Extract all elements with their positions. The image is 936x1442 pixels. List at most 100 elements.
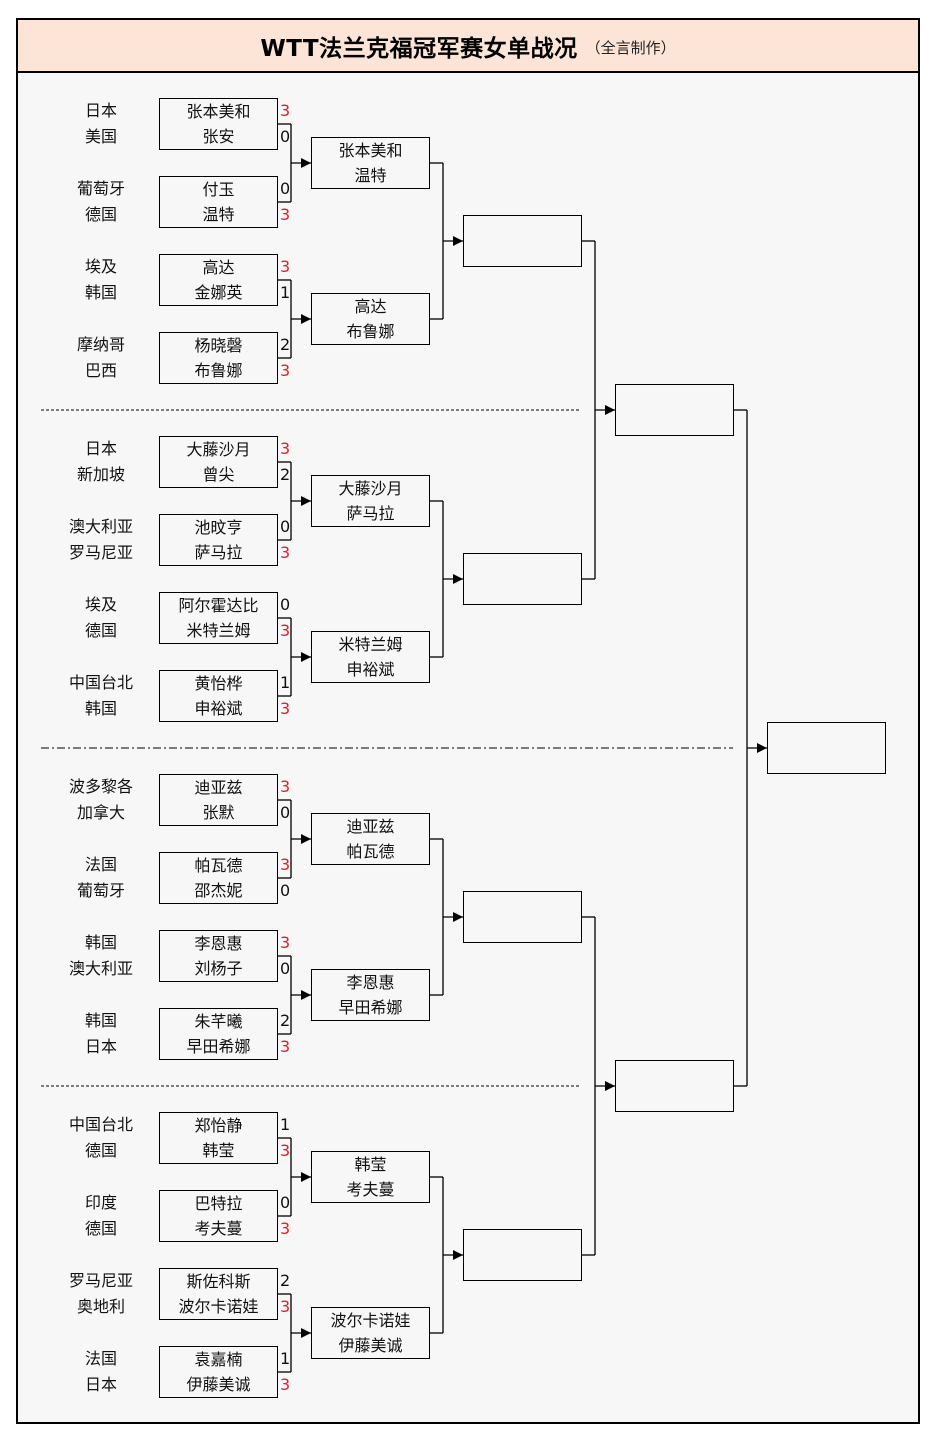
arrow-icon	[605, 1081, 615, 1091]
player-country: 葡萄牙	[76, 881, 125, 900]
match-score: 0	[280, 127, 291, 146]
player-name: 米特兰姆	[159, 618, 278, 644]
quarterfinal-box-slot	[463, 1229, 582, 1256]
player-country: 韩国	[84, 933, 117, 952]
page-title: WTT法兰克福冠军赛女单战况	[260, 35, 578, 62]
player-name: 迪亚兹	[159, 774, 278, 801]
match-score: 3	[280, 855, 291, 874]
arrow-icon	[301, 1328, 311, 1338]
player-name: 萨马拉	[159, 540, 278, 566]
round2-box-slot: 高达	[311, 293, 430, 320]
player-country: 埃及	[84, 257, 117, 276]
round2-box-slot: 早田希娜	[311, 995, 430, 1021]
match-score: 2	[280, 335, 291, 354]
match-score: 0	[280, 517, 291, 536]
match-score: 3	[280, 439, 291, 458]
match-score: 1	[280, 1115, 291, 1134]
player-country: 日本	[84, 101, 117, 120]
round2-box-slot: 李恩惠	[311, 969, 430, 996]
player-country: 澳大利亚	[68, 959, 133, 978]
player-name: 大藤沙月	[159, 436, 278, 463]
player-country: 新加坡	[76, 465, 125, 484]
quarterfinal-box-slot	[463, 579, 582, 605]
player-name: 伊藤美诚	[159, 1372, 278, 1398]
match-score: 3	[280, 205, 291, 224]
player-country: 葡萄牙	[76, 179, 125, 198]
player-name: 朱芊曦	[159, 1008, 278, 1035]
round2-box-slot: 迪亚兹	[311, 813, 430, 840]
player-name: 郑怡静	[159, 1112, 278, 1139]
player-name: 阿尔霍达比	[159, 592, 278, 619]
player-name: 斯佐科斯	[159, 1268, 278, 1295]
match-score: 0	[280, 595, 291, 614]
player-country: 法国	[84, 855, 117, 874]
player-name: 温特	[159, 202, 278, 228]
header: WTT法兰克福冠军赛女单战况 （全言制作）	[18, 20, 918, 73]
player-name: 金娜英	[159, 280, 278, 306]
semifinal-box-slot	[615, 1086, 734, 1112]
match-score: 3	[280, 1297, 291, 1316]
player-country: 日本	[84, 1037, 117, 1056]
player-name: 巴特拉	[159, 1190, 278, 1217]
player-country: 韩国	[84, 699, 117, 718]
quarterfinal-box-slot	[463, 553, 582, 580]
arrow-icon	[301, 496, 311, 506]
match-score: 1	[280, 283, 291, 302]
player-name: 考夫蔓	[159, 1216, 278, 1242]
player-country: 日本	[84, 1375, 117, 1394]
arrow-icon	[453, 912, 463, 922]
match-score: 3	[280, 361, 291, 380]
player-country: 巴西	[84, 361, 117, 380]
match-score: 3	[280, 1375, 291, 1394]
player-name: 张默	[159, 800, 278, 826]
match-score: 2	[280, 465, 291, 484]
player-country: 日本	[84, 439, 117, 458]
arrow-icon	[301, 1172, 311, 1182]
round2-box-slot: 伊藤美诚	[311, 1333, 430, 1359]
match-score: 2	[280, 1011, 291, 1030]
player-country: 德国	[84, 1219, 117, 1238]
player-name: 黄怡桦	[159, 670, 278, 697]
match-score: 1	[280, 1349, 291, 1368]
player-name: 池旼亨	[159, 514, 278, 541]
player-country: 中国台北	[68, 1115, 133, 1134]
player-country: 波多黎各	[68, 777, 133, 796]
player-country: 摩纳哥	[76, 335, 125, 354]
player-country: 加拿大	[76, 803, 125, 822]
round2-box-slot: 温特	[311, 163, 430, 189]
quarterfinal-box-slot	[463, 241, 582, 267]
semifinal-box-slot	[615, 384, 734, 411]
player-name: 高达	[159, 254, 278, 281]
round2-box-slot: 萨马拉	[311, 501, 430, 527]
match-score: 3	[280, 1141, 291, 1160]
round2-box-slot: 考夫蔓	[311, 1177, 430, 1203]
page-subtitle: （全言制作）	[585, 39, 676, 57]
match-score: 3	[280, 777, 291, 796]
match-score: 3	[280, 933, 291, 952]
match-score: 3	[280, 1037, 291, 1056]
player-country: 中国台北	[68, 673, 133, 692]
match-score: 3	[280, 1219, 291, 1238]
player-name: 早田希娜	[159, 1034, 278, 1060]
round2-box-slot: 张本美和	[311, 137, 430, 164]
match-score: 0	[280, 959, 291, 978]
player-country: 罗马尼亚	[68, 543, 133, 562]
match-score: 3	[280, 257, 291, 276]
player-name: 波尔卡诺娃	[159, 1294, 278, 1320]
player-name: 张本美和	[159, 98, 278, 125]
player-country: 埃及	[84, 595, 117, 614]
quarterfinal-box-slot	[463, 215, 582, 242]
match-score: 0	[280, 1193, 291, 1212]
arrow-icon	[453, 1250, 463, 1260]
player-country: 罗马尼亚	[68, 1271, 133, 1290]
player-country: 法国	[84, 1349, 117, 1368]
final-box-slot	[767, 722, 886, 749]
arrow-icon	[301, 990, 311, 1000]
arrow-icon	[453, 574, 463, 584]
arrow-icon	[301, 314, 311, 324]
player-country: 德国	[84, 205, 117, 224]
match-score: 2	[280, 1271, 291, 1290]
player-name: 李恩惠	[159, 930, 278, 957]
arrow-icon	[301, 652, 311, 662]
